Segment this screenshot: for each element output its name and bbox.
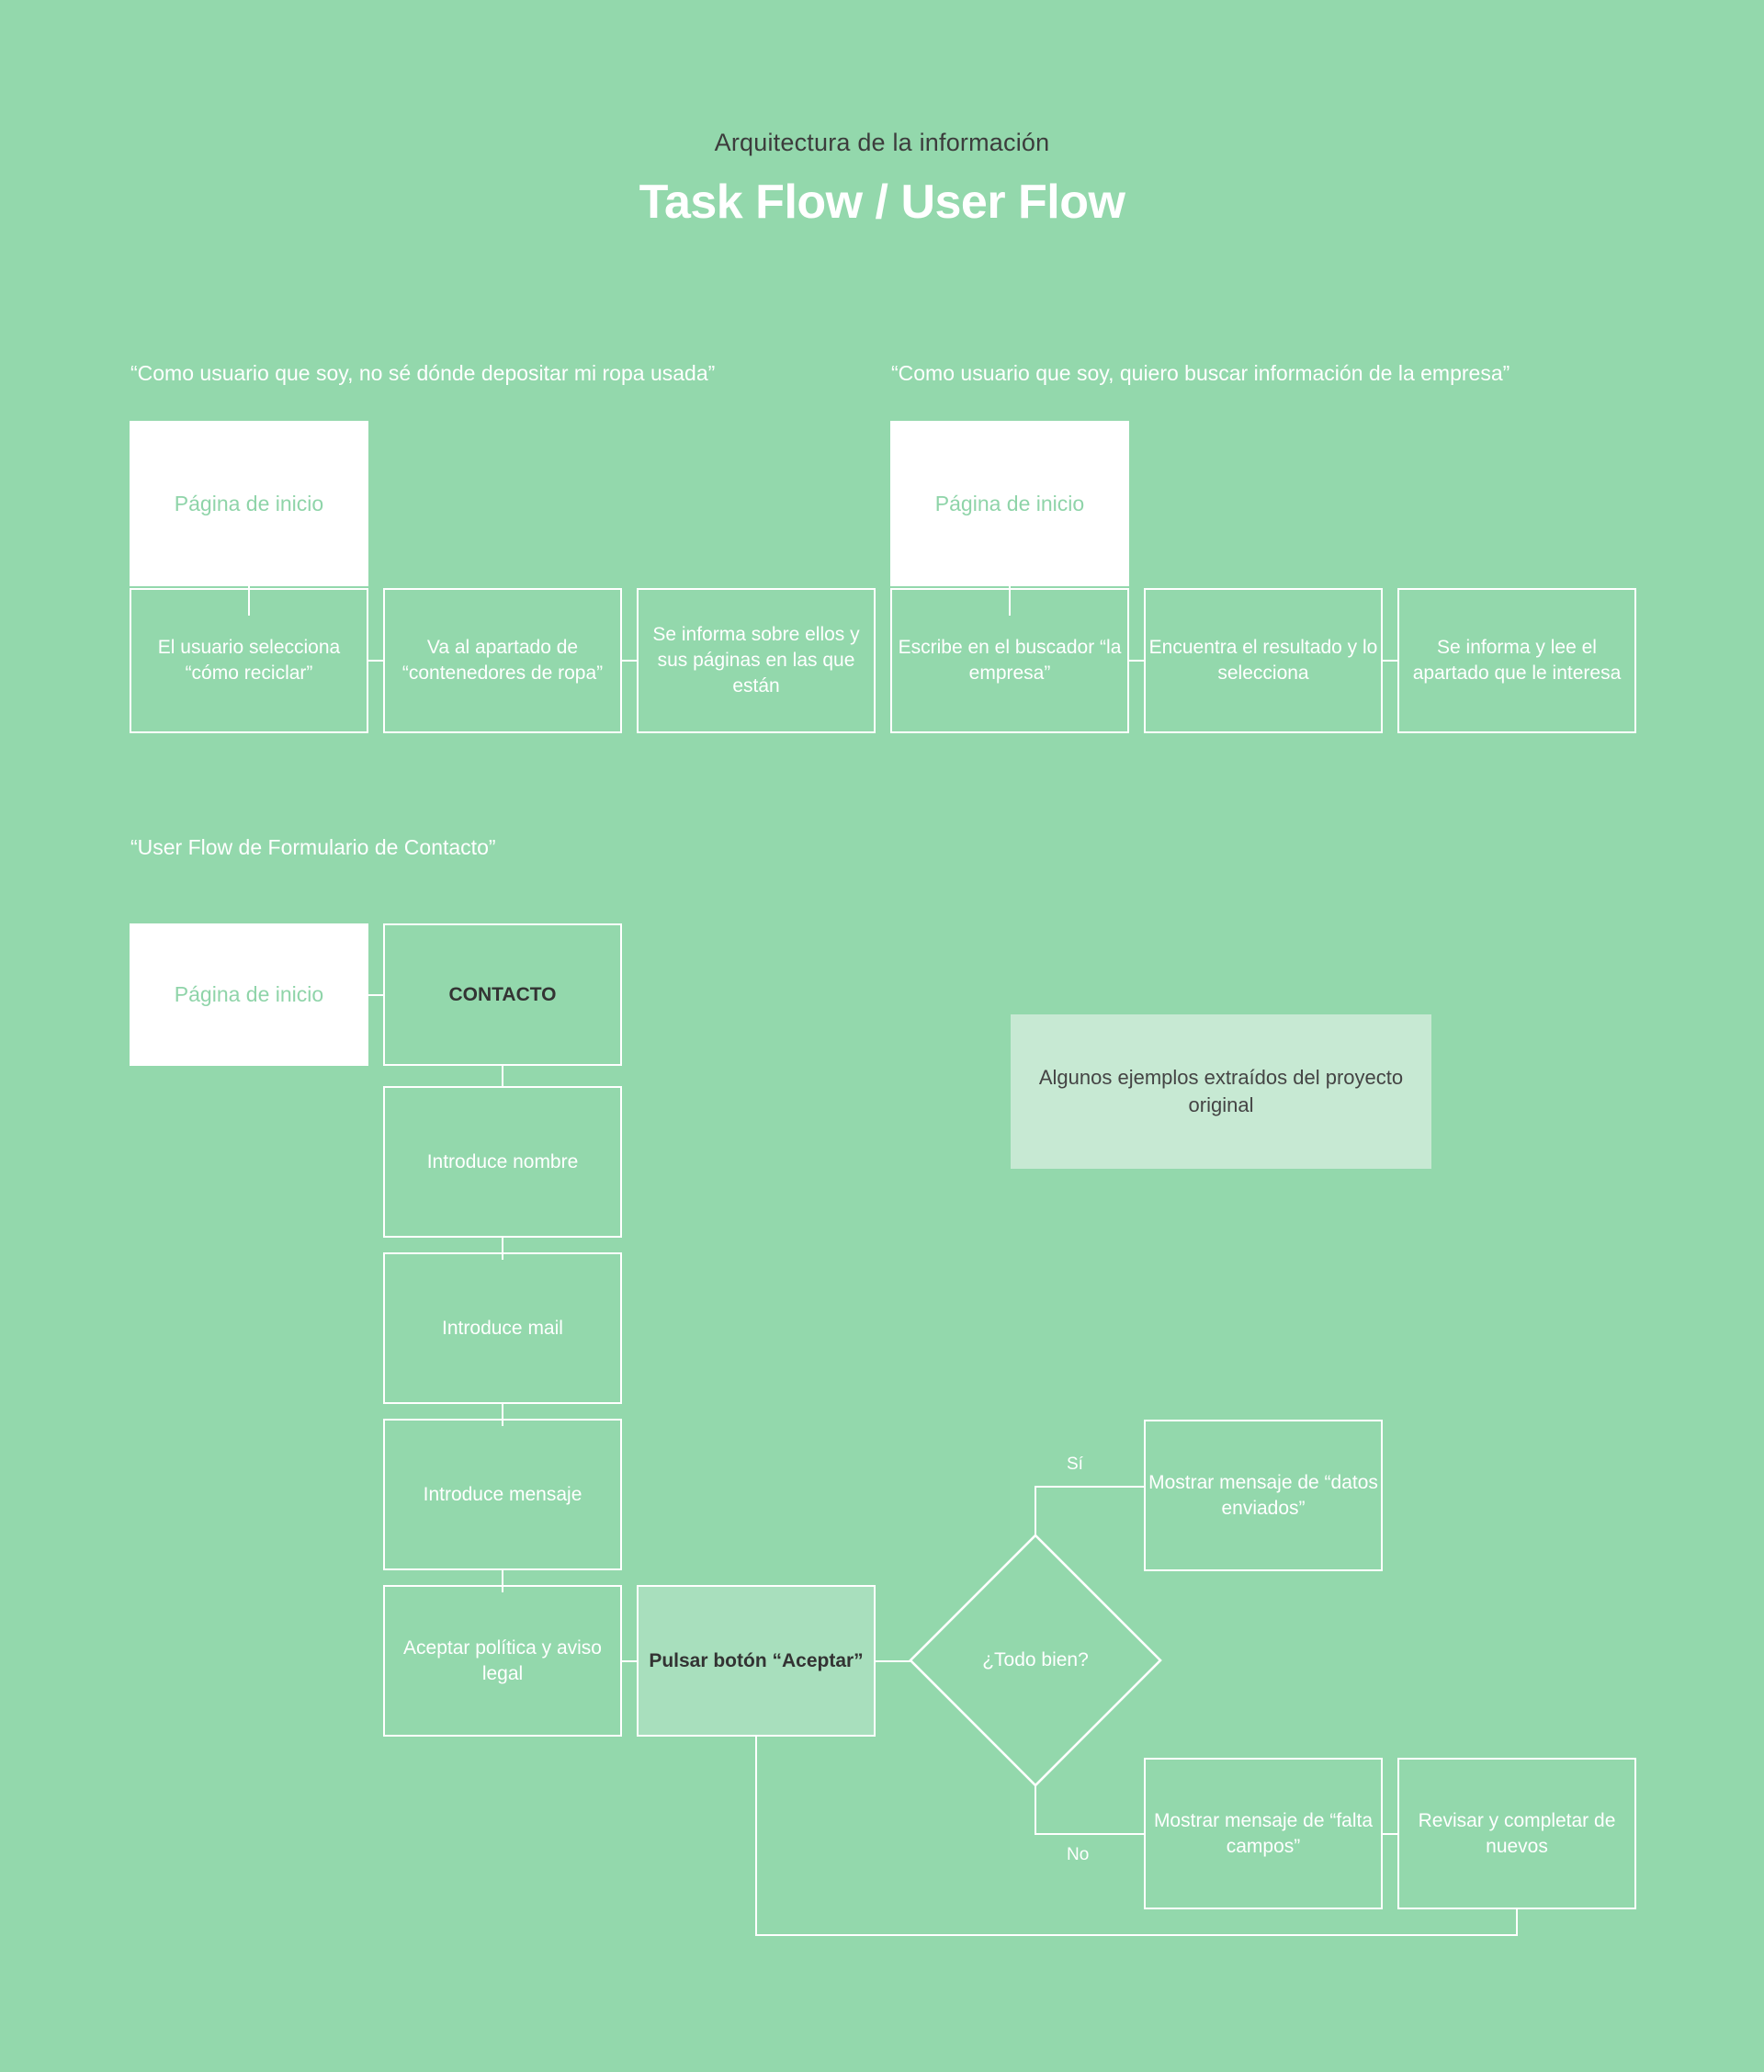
flow-c-connector-no-horizontal [1035,1833,1145,1835]
flow-c-result-no[interactable]: Mostrar mensaje de “falta campos” [1144,1758,1383,1909]
flow-c-connector-yes-vertical [1035,1486,1036,1537]
flow-c-connector-yes-horizontal [1035,1486,1145,1488]
note-box: Algunos ejemplos extraídos del proyecto … [1011,1014,1431,1169]
flow-b-connector-2-3 [1381,660,1399,662]
flow-c-loop-vertical-left [755,1735,757,1936]
flow-a-start-node[interactable]: Página de inicio [130,421,368,586]
flow-c-followup-node[interactable]: Revisar y completar de nuevos [1397,1758,1636,1909]
flow-a-connector-start-to-step1 [248,586,250,616]
flow-c-submit-node[interactable]: Pulsar botón “Aceptar” [637,1585,876,1737]
flow-a-step-2[interactable]: Va al apartado de “contenedores de ropa” [383,588,622,733]
flow-c-loop-vertical-right [1516,1908,1518,1936]
flow-c-edge-label-yes: Sí [1067,1455,1083,1474]
flow-c-start-node[interactable]: Página de inicio [130,923,368,1066]
flow-c-connector-contacto-to-nombre [502,1064,503,1088]
flow-a-connector-1-2 [367,660,385,662]
flow-c-field-mensaje[interactable]: Introduce mensaje [383,1419,622,1570]
flow-c-edge-label-no: No [1067,1845,1090,1864]
flow-c-connector-politica-to-submit [620,1660,639,1662]
flow-b-step-1[interactable]: Escribe en el buscador “la empresa” [890,588,1129,733]
flow-c-connector-no-vertical [1035,1783,1036,1835]
flow-c-connector-mail-to-mensaje [502,1402,503,1426]
flow-c-field-mail[interactable]: Introduce mail [383,1252,622,1404]
flow-b-step-2[interactable]: Encuentra el resultado y lo selecciona [1144,588,1383,733]
flow-c-field-nombre[interactable]: Introduce nombre [383,1086,622,1238]
flow-a-step-3[interactable]: Se informa sobre ellos y sus páginas en … [637,588,876,733]
section-caption-flow-c: “User Flow de Formulario de Contacto” [130,835,496,859]
flow-c-decision-label: ¿Todo bien? [982,1649,1089,1670]
flow-c-connector-mensaje-to-politica [502,1568,503,1592]
diamond-shape-icon [909,1534,1162,1787]
flow-c-connector-submit-to-decision [874,1660,910,1662]
flow-b-step-3[interactable]: Se informa y lee el apartado que le inte… [1397,588,1636,733]
flow-c-loop-horizontal [755,1934,1518,1936]
flow-a-connector-2-3 [620,660,639,662]
flow-c-contacto-node[interactable]: CONTACTO [383,923,622,1066]
flow-c-field-politica[interactable]: Aceptar política y aviso legal [383,1585,622,1737]
section-caption-flow-b: “Como usuario que soy, quiero buscar inf… [891,361,1510,385]
flow-c-result-yes[interactable]: Mostrar mensaje de “datos enviados” [1144,1420,1383,1571]
flow-b-start-node[interactable]: Página de inicio [890,421,1129,586]
flow-c-connector-start-to-contacto [367,994,385,996]
flow-c-connector-nombre-to-mail [502,1236,503,1260]
flow-a-step-1[interactable]: El usuario selecciona “cómo reciclar” [130,588,368,733]
page-kicker: Arquitectura de la información [714,129,1050,156]
flow-b-connector-start-to-step1 [1009,586,1011,616]
section-caption-flow-a: “Como usuario que soy, no sé dónde depos… [130,361,716,385]
page-title: Task Flow / User Flow [639,175,1125,229]
flow-b-connector-1-2 [1127,660,1146,662]
flow-c-connector-no-to-followup [1381,1833,1399,1835]
flow-c-decision-diamond[interactable]: ¿Todo bien? [909,1534,1162,1787]
